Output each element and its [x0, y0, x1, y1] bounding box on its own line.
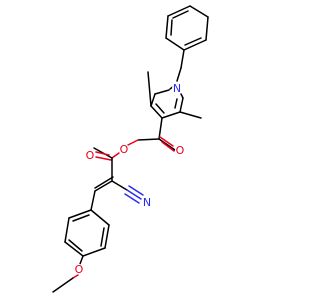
bond [64, 217, 70, 243]
bond [95, 156, 112, 161]
bond [205, 16, 209, 41]
atom-label: N [173, 82, 181, 95]
bond [90, 190, 96, 211]
bond [174, 98, 178, 109]
atom-label: O [86, 149, 95, 162]
atom-o-ketone: O [175, 144, 185, 157]
bond [128, 185, 144, 196]
bond [68, 209, 92, 219]
bond [150, 93, 156, 107]
bond [150, 105, 163, 119]
atom-n-pyrrole: N [172, 82, 182, 95]
bond [176, 67, 182, 82]
methoxyphenyl-ring [64, 209, 110, 257]
atom-o-ester: O [119, 143, 129, 156]
bond [52, 277, 74, 293]
bond [158, 138, 176, 151]
bond [147, 71, 152, 107]
bond [179, 97, 184, 113]
bond [161, 111, 181, 119]
bond [72, 274, 79, 279]
bond [72, 214, 90, 222]
atom-label: O [75, 263, 84, 276]
bond [68, 239, 83, 252]
bond [100, 227, 105, 247]
bond [180, 93, 184, 99]
bond [79, 255, 84, 265]
bond [179, 111, 202, 119]
bond [165, 15, 169, 39]
bond [95, 151, 110, 156]
bond [184, 37, 202, 46]
bond [111, 152, 120, 159]
bond [180, 49, 185, 69]
bond [165, 37, 185, 51]
bond [127, 139, 139, 146]
bond [154, 89, 170, 95]
bond [82, 247, 106, 257]
atom-label: O [120, 143, 129, 156]
atom-label: O [176, 144, 185, 157]
bond [137, 138, 160, 141]
bond [124, 193, 140, 204]
bond [161, 141, 175, 152]
bond [158, 117, 163, 140]
bond [170, 19, 173, 36]
bond [90, 209, 110, 226]
bond [189, 5, 209, 18]
skeletal-formula: N O O O N O [52, 5, 209, 293]
atom-o-methoxy: O [74, 263, 84, 276]
bond [94, 176, 114, 189]
benzyl-phenyl-ring [165, 5, 209, 51]
bond [183, 39, 207, 51]
bond [94, 180, 113, 192]
atom-n-nitrile: N [142, 196, 152, 209]
bond [159, 136, 174, 147]
atom-label: N [143, 196, 151, 209]
bond [111, 180, 128, 191]
atom-o-ester-carbonyl: O [85, 149, 95, 162]
bond [155, 103, 165, 114]
bond [104, 224, 110, 249]
bond [126, 189, 142, 200]
bond [64, 241, 84, 257]
bond [172, 10, 189, 19]
bond [167, 5, 191, 17]
molecule-structure-canvas: N O O O N O [52, 5, 209, 293]
